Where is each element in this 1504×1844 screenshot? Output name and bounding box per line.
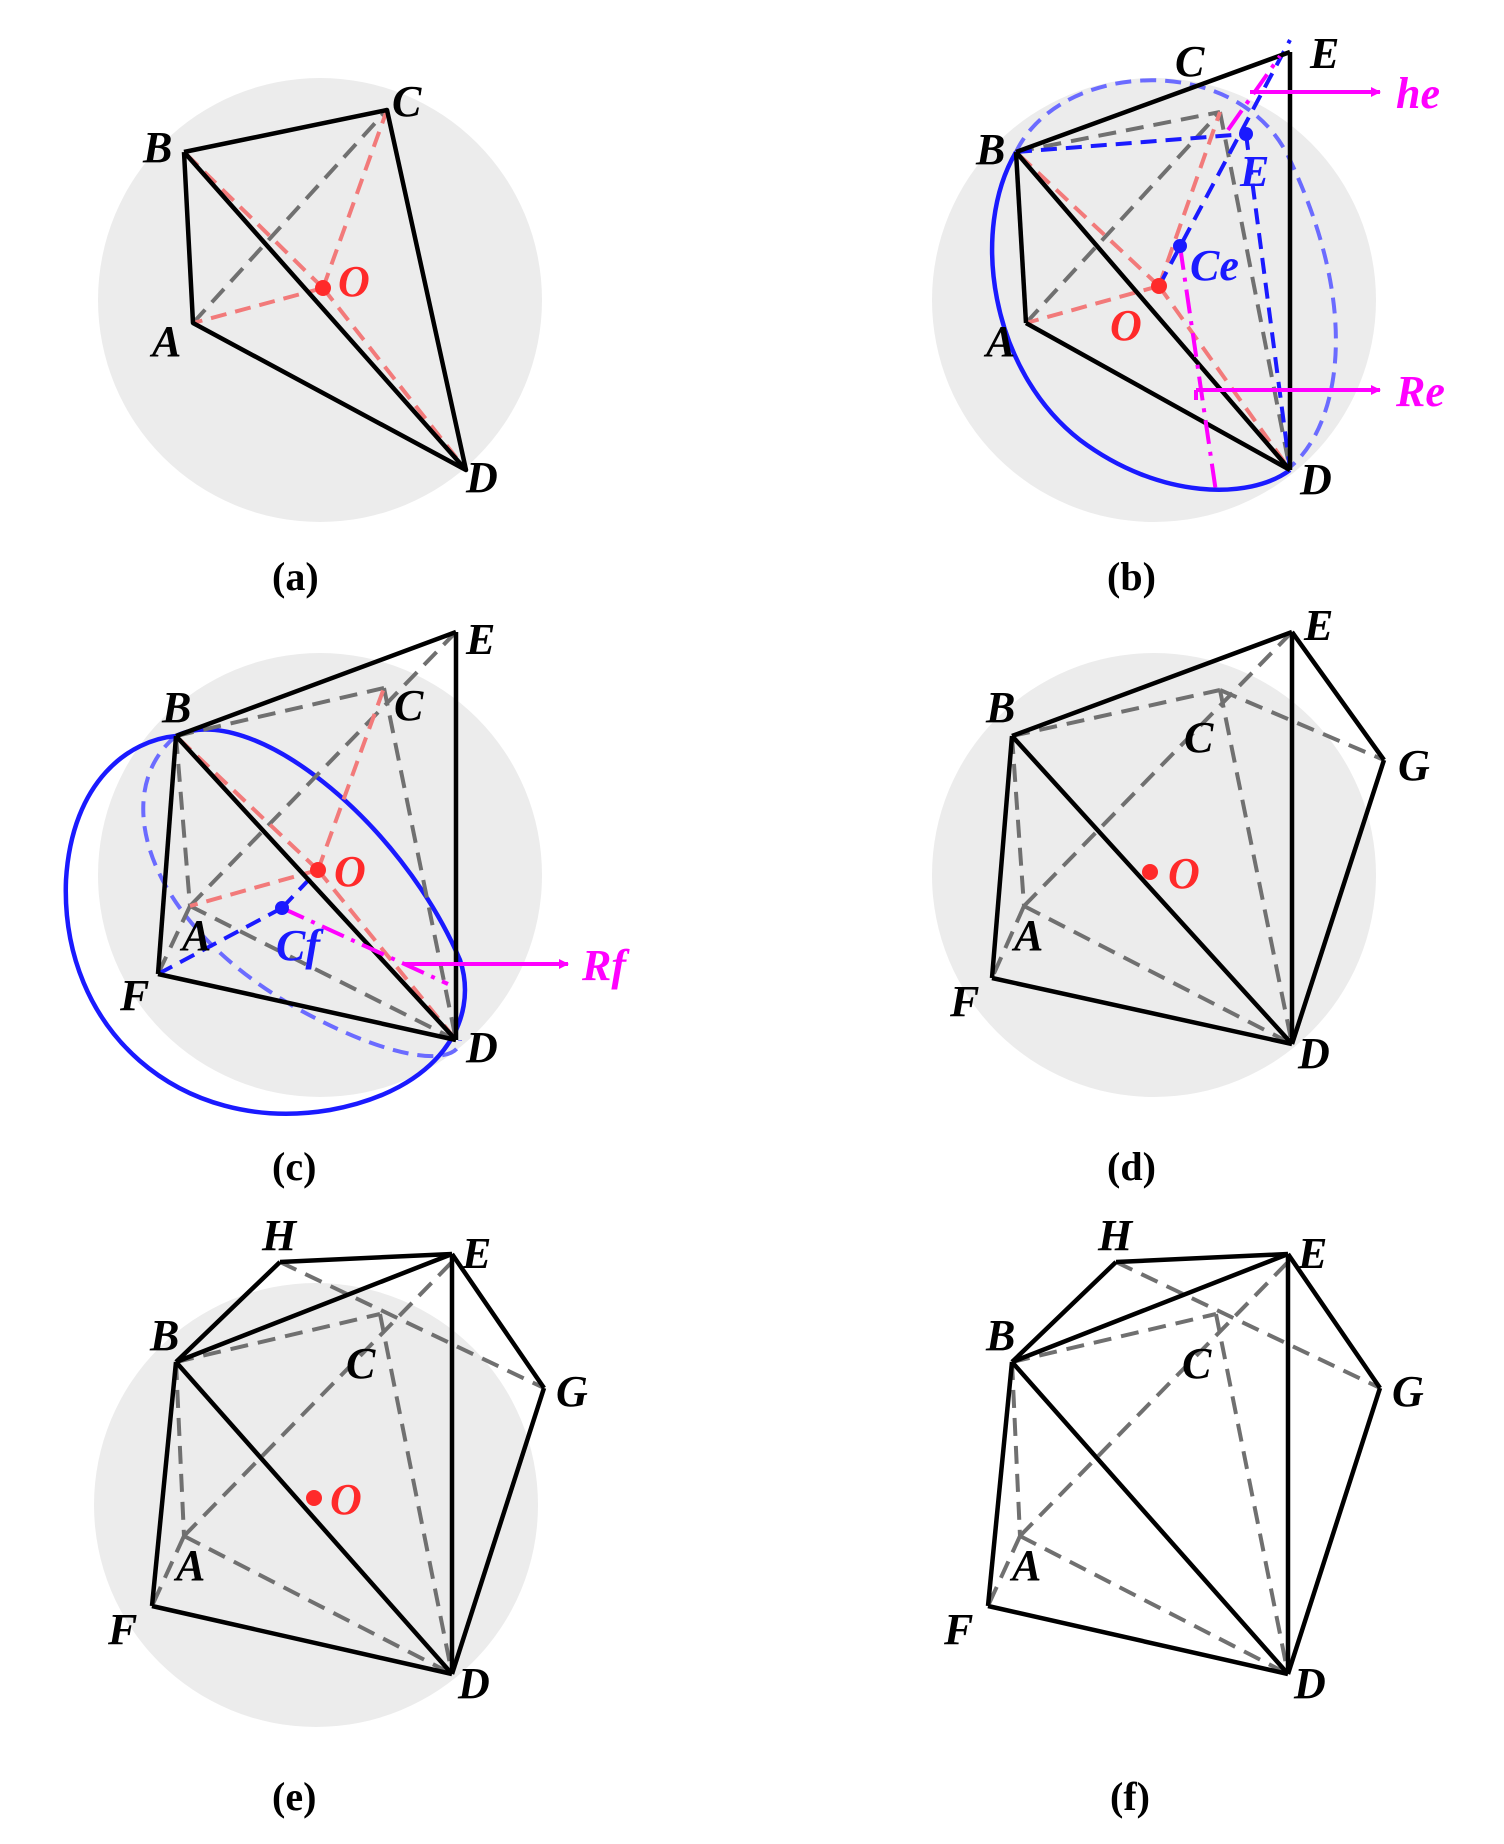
point-E-prime bbox=[1239, 127, 1253, 141]
label-D: D bbox=[1293, 1659, 1326, 1708]
label-D: D bbox=[465, 1023, 498, 1072]
label-C: C bbox=[1175, 37, 1205, 86]
label-E: E bbox=[461, 1229, 491, 1278]
label-he: he bbox=[1396, 69, 1440, 118]
caption-e: (e) bbox=[272, 1774, 316, 1819]
label-A: A bbox=[1011, 911, 1043, 960]
label-Ce: Ce bbox=[1190, 241, 1239, 290]
label-E: E bbox=[1303, 601, 1333, 650]
panel-b: A B C D E O E Ce he Re (b) bbox=[932, 29, 1445, 599]
label-C: C bbox=[346, 1339, 376, 1388]
caption-d: (d) bbox=[1107, 1144, 1156, 1189]
label-F: F bbox=[107, 1605, 137, 1654]
label-A: A bbox=[983, 317, 1015, 366]
sphere-b bbox=[932, 78, 1376, 522]
edges-f bbox=[985, 1251, 1383, 1677]
caption-b: (b) bbox=[1107, 554, 1156, 599]
hidden-edges-d bbox=[990, 630, 1385, 1046]
blue-construct-b bbox=[1015, 39, 1292, 471]
label-O: O bbox=[334, 847, 366, 896]
label-O: O bbox=[1110, 301, 1142, 350]
label-A: A bbox=[179, 911, 211, 960]
label-H: H bbox=[261, 1211, 298, 1260]
label-C: C bbox=[394, 681, 424, 730]
label-O: O bbox=[338, 257, 370, 306]
center-dot bbox=[310, 862, 326, 878]
label-H: H bbox=[1097, 1211, 1134, 1260]
panel-d: A B C D E F G O (d) bbox=[932, 601, 1430, 1189]
label-B: B bbox=[142, 123, 172, 172]
label-G: G bbox=[1392, 1367, 1424, 1416]
label-G: G bbox=[556, 1367, 588, 1416]
label-B: B bbox=[149, 1311, 179, 1360]
caption-f: (f) bbox=[1110, 1774, 1150, 1819]
sphere-a bbox=[98, 78, 542, 522]
hidden-edges-c bbox=[156, 630, 458, 1042]
edge-AC-hidden bbox=[191, 108, 389, 325]
label-D: D bbox=[1297, 1029, 1330, 1078]
panel-e: A B C D E F G H O (e) bbox=[94, 1211, 588, 1819]
blue-construct-c bbox=[157, 868, 320, 976]
edges-b bbox=[1013, 49, 1293, 472]
label-A: A bbox=[1009, 1541, 1041, 1590]
label-O: O bbox=[330, 1475, 362, 1524]
radii-c bbox=[174, 687, 458, 1042]
label-E: E bbox=[1309, 29, 1339, 78]
label-G: G bbox=[1398, 741, 1430, 790]
circle-solid-c bbox=[63, 727, 468, 1116]
label-A: A bbox=[173, 1541, 205, 1590]
caption-c: (c) bbox=[272, 1144, 316, 1189]
edges-d bbox=[989, 629, 1387, 1047]
caption-a: (a) bbox=[272, 554, 319, 599]
radii-a bbox=[182, 109, 468, 472]
label-D: D bbox=[465, 453, 498, 502]
label-B: B bbox=[161, 683, 191, 732]
hidden-edges-e bbox=[150, 1260, 545, 1676]
label-O: O bbox=[1168, 849, 1200, 898]
center-dot bbox=[306, 1490, 322, 1506]
center-dot bbox=[1151, 278, 1167, 294]
panel-a: A B C D O (a) bbox=[98, 77, 542, 599]
center-dot bbox=[1142, 864, 1158, 880]
label-C: C bbox=[392, 77, 422, 126]
label-C: C bbox=[1182, 1339, 1212, 1388]
label-D: D bbox=[457, 1659, 490, 1708]
label-D: D bbox=[1299, 455, 1332, 504]
label-E-prime: E bbox=[1239, 147, 1269, 196]
label-F: F bbox=[943, 1605, 973, 1654]
label-F: F bbox=[119, 971, 149, 1020]
mag-annot-b bbox=[1178, 54, 1381, 493]
label-F: F bbox=[949, 977, 979, 1026]
label-E: E bbox=[465, 615, 495, 664]
label-B: B bbox=[985, 1311, 1015, 1360]
label-E: E bbox=[1297, 1229, 1327, 1278]
mag-annot-c bbox=[281, 906, 569, 986]
center-Cf bbox=[275, 901, 289, 915]
label-A: A bbox=[149, 317, 181, 366]
center-Ce bbox=[1173, 239, 1187, 253]
circle-solid-b bbox=[989, 150, 1292, 492]
hidden-edges-f bbox=[986, 1260, 1381, 1676]
label-Re: Re bbox=[1395, 367, 1445, 416]
radii-b bbox=[1014, 111, 1292, 472]
label-Rf: Rf bbox=[581, 941, 630, 990]
center-dot bbox=[315, 280, 331, 296]
label-B: B bbox=[985, 683, 1015, 732]
hidden-edges-b bbox=[1015, 110, 1292, 471]
edges-c bbox=[155, 629, 459, 1043]
label-Cf: Cf bbox=[276, 921, 324, 970]
panel-f: A B C D E F G H (f) bbox=[943, 1211, 1424, 1819]
edges-a bbox=[181, 107, 469, 473]
edges-e bbox=[149, 1251, 547, 1677]
panel-c: A B C D E F O Cf Rf (c) bbox=[63, 615, 630, 1189]
label-C: C bbox=[1184, 713, 1214, 762]
label-B: B bbox=[975, 125, 1005, 174]
